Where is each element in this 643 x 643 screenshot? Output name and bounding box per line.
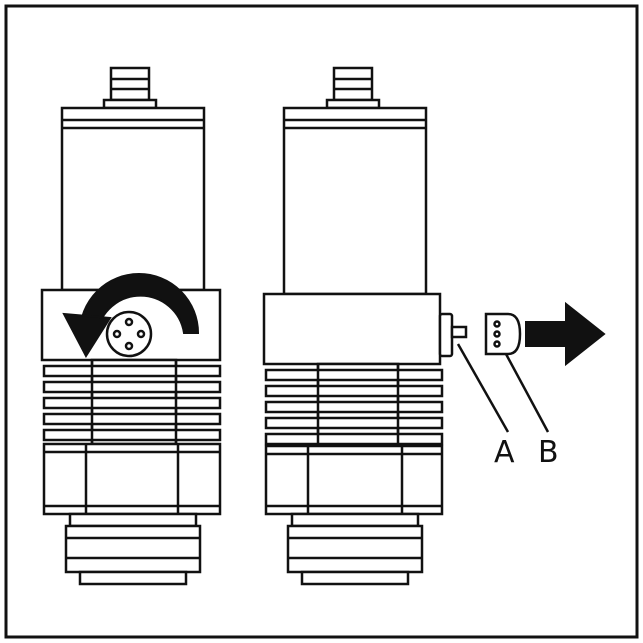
thread-fitting-left	[64, 512, 202, 586]
sensor-right	[262, 66, 468, 586]
socket-icon	[105, 310, 153, 358]
cooling-fins-left	[42, 358, 222, 446]
leader-line-a	[456, 343, 510, 433]
sensor-left	[40, 66, 222, 586]
top-connector-right	[325, 66, 381, 110]
plug-b	[484, 312, 522, 356]
hex-nut-left	[42, 442, 222, 516]
curved-arrow-counterclockwise-icon	[62, 273, 200, 359]
housing-left	[60, 106, 206, 292]
housing-right	[282, 106, 428, 296]
label-b: B	[538, 435, 559, 470]
leader-line-b	[504, 353, 550, 433]
arrow-right-icon	[525, 301, 606, 367]
side-pin-a	[438, 312, 468, 358]
hex-nut-right	[264, 444, 444, 516]
cooling-fins-right	[264, 362, 444, 448]
frame-border	[4, 4, 639, 639]
label-a: A	[494, 435, 515, 470]
thread-fitting-right	[286, 512, 424, 586]
top-connector-left	[102, 66, 158, 110]
collar-right	[262, 292, 442, 366]
